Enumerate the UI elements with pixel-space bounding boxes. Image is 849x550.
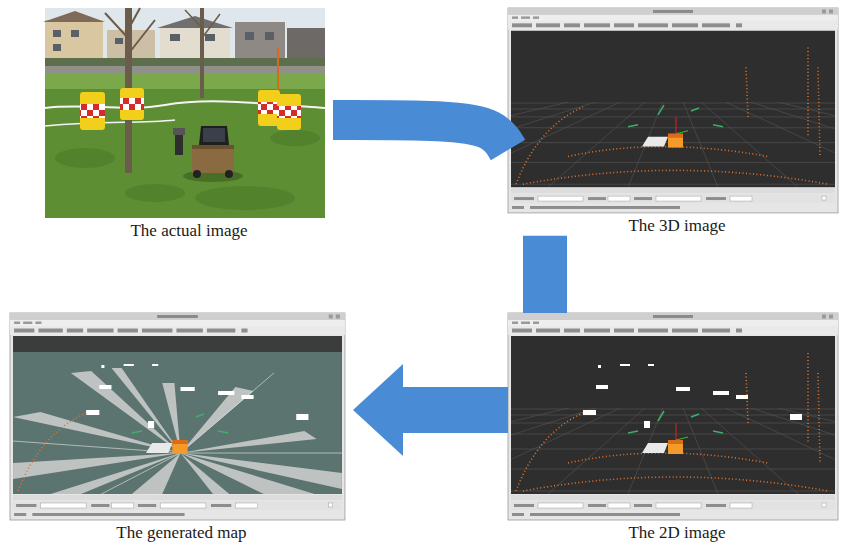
image-panel: The 2D image <box>508 313 846 543</box>
panel-caption: The actual image <box>45 222 333 241</box>
flow-arrow <box>523 236 567 313</box>
panel-caption: The 2D image <box>508 524 846 543</box>
image-panel: The actual image <box>45 8 333 241</box>
field-photo <box>43 8 325 218</box>
panel-caption: The generated map <box>10 524 353 543</box>
image-panel: The generated map <box>10 313 353 543</box>
image-panel: The 3D image <box>508 8 846 236</box>
rviz-map-screenshot <box>10 313 345 520</box>
flow-arrow <box>333 120 508 150</box>
rviz-3d-screenshot <box>208 8 849 213</box>
panel-caption: The 3D image <box>508 217 846 236</box>
flow-arrow <box>403 387 508 433</box>
